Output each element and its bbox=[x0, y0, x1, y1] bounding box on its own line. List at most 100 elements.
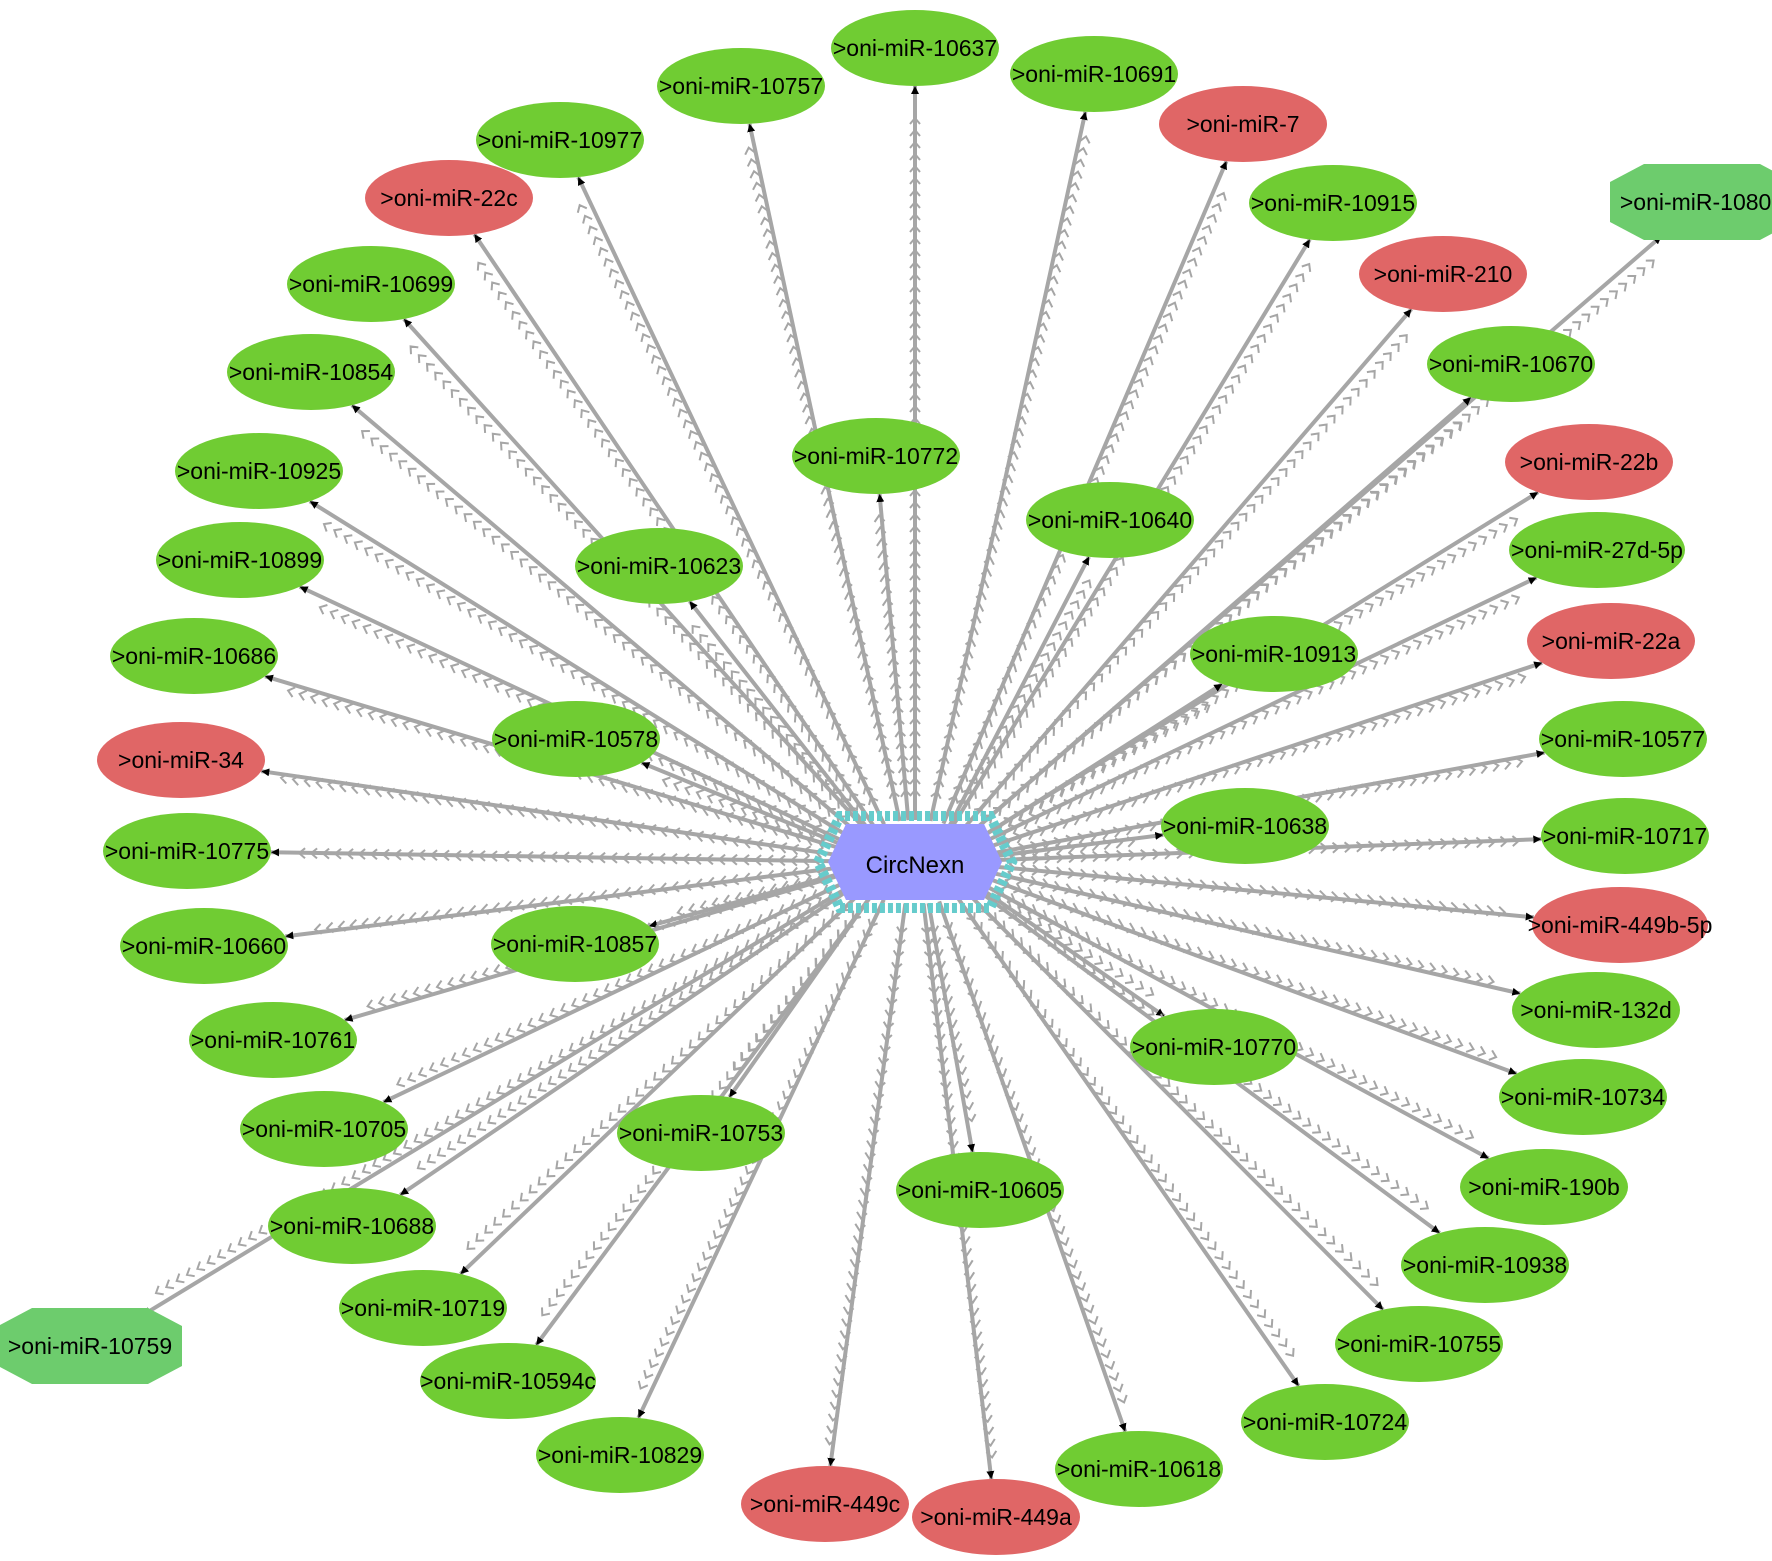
mirna-node-oni-miR-10637[interactable]: >oni-miR-10637 bbox=[831, 10, 999, 86]
node-label: >oni-miR-10638 bbox=[1163, 813, 1327, 839]
node-shape bbox=[1499, 1059, 1667, 1135]
mirna-node-oni-miR-27d-5p[interactable]: >oni-miR-27d-5p bbox=[1509, 512, 1685, 588]
node-shape bbox=[339, 1270, 507, 1346]
mirna-node-oni-miR-10638[interactable]: >oni-miR-10638 bbox=[1161, 788, 1329, 864]
mirna-node-oni-miR-10913[interactable]: >oni-miR-10913 bbox=[1190, 616, 1358, 692]
node-shape bbox=[1460, 1149, 1628, 1225]
mirna-node-oni-miR-449b-5p[interactable]: >oni-miR-449b-5p bbox=[1528, 887, 1713, 963]
edge-to-n22 bbox=[640, 760, 850, 850]
mirna-node-oni-miR-190b[interactable]: >oni-miR-190b bbox=[1460, 1149, 1628, 1225]
node-label: >oni-miR-10913 bbox=[1192, 641, 1356, 667]
mirna-node-oni-miR-449a[interactable]: >oni-miR-449a bbox=[912, 1479, 1080, 1555]
mirna-node-oni-miR-10618[interactable]: >oni-miR-10618 bbox=[1055, 1431, 1223, 1507]
mirna-node-oni-miR-10640[interactable]: >oni-miR-10640 bbox=[1026, 482, 1194, 558]
mirna-node-oni-miR-34[interactable]: >oni-miR-34 bbox=[97, 722, 265, 798]
node-label: >oni-miR-10757 bbox=[659, 73, 823, 99]
node-label: >oni-miR-10755 bbox=[1337, 1331, 1501, 1357]
node-shape bbox=[491, 906, 659, 982]
mirna-node-oni-miR-10734[interactable]: >oni-miR-10734 bbox=[1499, 1059, 1667, 1135]
node-label: >oni-miR-132d bbox=[1520, 997, 1672, 1023]
mirna-node-oni-miR-10577[interactable]: >oni-miR-10577 bbox=[1539, 701, 1707, 777]
mirna-node-oni-miR-10670[interactable]: >oni-miR-10670 bbox=[1427, 326, 1595, 402]
center-node-circnexn[interactable]: CircNexn bbox=[812, 811, 1018, 913]
edge-to-n38 bbox=[926, 902, 976, 1153]
node-shape bbox=[575, 528, 743, 604]
node-label: >oni-miR-10915 bbox=[1251, 190, 1415, 216]
edge-ticks-n27 bbox=[297, 847, 822, 867]
mirna-node-oni-miR-10772[interactable]: >oni-miR-10772 bbox=[792, 418, 960, 494]
edge-ticks-n30 bbox=[313, 864, 823, 935]
node-label: >oni-miR-10770 bbox=[1132, 1034, 1296, 1060]
edge-to-n17 bbox=[688, 600, 871, 832]
mirna-node-oni-miR-10925[interactable]: >oni-miR-10925 bbox=[175, 433, 343, 509]
mirna-node-oni-miR-10854[interactable]: >oni-miR-10854 bbox=[227, 334, 395, 410]
mirna-node-oni-miR-10688[interactable]: >oni-miR-10688 bbox=[268, 1188, 436, 1264]
mirna-node-oni-miR-10899[interactable]: >oni-miR-10899 bbox=[156, 522, 324, 598]
node-shape bbox=[1130, 1009, 1298, 1085]
mirna-node-oni-miR-10857[interactable]: >oni-miR-10857 bbox=[491, 906, 659, 982]
node-shape bbox=[189, 1002, 357, 1078]
mirna-node-oni-miR-22b[interactable]: >oni-miR-22b bbox=[1505, 424, 1673, 500]
node-shape bbox=[103, 813, 271, 889]
node-shape bbox=[1010, 36, 1178, 112]
node-shape bbox=[1335, 1306, 1503, 1382]
node-label: >oni-miR-10578 bbox=[494, 726, 658, 752]
mirna-node-oni-miR-10623[interactable]: >oni-miR-10623 bbox=[575, 528, 743, 604]
node-shape bbox=[1190, 616, 1358, 692]
mirna-node-oni-miR-10724[interactable]: >oni-miR-10724 bbox=[1241, 1384, 1409, 1460]
node-shape bbox=[175, 433, 343, 509]
mirna-node-oni-miR-10686[interactable]: >oni-miR-10686 bbox=[110, 618, 278, 694]
edge-ticks-n38 bbox=[927, 925, 977, 1123]
node-shape bbox=[420, 1343, 596, 1419]
edge-ticks-n45 bbox=[966, 912, 1295, 1358]
mirna-node-oni-miR-22c[interactable]: >oni-miR-22c bbox=[365, 160, 533, 236]
mirna-node-oni-miR-22a[interactable]: >oni-miR-22a bbox=[1527, 603, 1695, 679]
node-label: >oni-miR-10829 bbox=[538, 1442, 702, 1468]
node-shape bbox=[476, 102, 644, 178]
mirna-node-oni-miR-10719[interactable]: >oni-miR-10719 bbox=[339, 1270, 507, 1346]
mirna-node-oni-miR-10759[interactable]: >oni-miR-10759 bbox=[0, 1308, 182, 1384]
mirna-node-oni-miR-10578[interactable]: >oni-miR-10578 bbox=[492, 701, 660, 777]
node-label: >oni-miR-10688 bbox=[270, 1213, 434, 1239]
mirna-node-oni-miR-449c[interactable]: >oni-miR-449c bbox=[741, 1466, 909, 1542]
mirna-node-oni-miR-10803[interactable]: >oni-miR-10803 bbox=[1610, 164, 1772, 240]
mirna-node-oni-miR-7[interactable]: >oni-miR-7 bbox=[1159, 86, 1327, 162]
edge-ticks-n34 bbox=[1001, 878, 1498, 1061]
node-label: >oni-miR-10938 bbox=[1403, 1252, 1567, 1278]
edge-ticks-n12 bbox=[873, 514, 912, 798]
node-label: >oni-miR-10660 bbox=[122, 933, 286, 959]
mirna-node-oni-miR-10915[interactable]: >oni-miR-10915 bbox=[1249, 165, 1417, 241]
mirna-node-oni-miR-10829[interactable]: >oni-miR-10829 bbox=[536, 1417, 704, 1493]
node-label: >oni-miR-449a bbox=[920, 1504, 1072, 1530]
mirna-node-oni-miR-10699[interactable]: >oni-miR-10699 bbox=[287, 246, 455, 322]
mirna-node-oni-miR-10705[interactable]: >oni-miR-10705 bbox=[240, 1091, 408, 1167]
mirna-node-oni-miR-210[interactable]: >oni-miR-210 bbox=[1359, 236, 1527, 312]
mirna-node-oni-miR-10775[interactable]: >oni-miR-10775 bbox=[103, 813, 271, 889]
mirna-node-oni-miR-10757[interactable]: >oni-miR-10757 bbox=[657, 48, 825, 124]
mirna-node-oni-miR-10977[interactable]: >oni-miR-10977 bbox=[476, 102, 644, 178]
mirna-node-oni-miR-10761[interactable]: >oni-miR-10761 bbox=[189, 1002, 357, 1078]
center-node-shape bbox=[828, 824, 1002, 900]
node-shape bbox=[1159, 86, 1327, 162]
node-label: >oni-miR-10640 bbox=[1028, 507, 1192, 533]
mirna-node-oni-miR-10660[interactable]: >oni-miR-10660 bbox=[120, 908, 288, 984]
edge-ticks-n13 bbox=[322, 521, 837, 833]
mirna-node-oni-miR-10770[interactable]: >oni-miR-10770 bbox=[1130, 1009, 1298, 1085]
edge-ticks-n1 bbox=[744, 146, 900, 800]
mirna-node-oni-miR-10605[interactable]: >oni-miR-10605 bbox=[896, 1152, 1064, 1228]
mirna-node-oni-miR-10753[interactable]: >oni-miR-10753 bbox=[617, 1095, 785, 1171]
node-shape bbox=[120, 908, 288, 984]
node-label: >oni-miR-10594c bbox=[420, 1368, 596, 1394]
mirna-node-oni-miR-10691[interactable]: >oni-miR-10691 bbox=[1010, 36, 1178, 112]
node-label: >oni-miR-10734 bbox=[1501, 1084, 1665, 1110]
mirna-node-oni-miR-10594c[interactable]: >oni-miR-10594c bbox=[420, 1343, 596, 1419]
node-shape bbox=[831, 10, 999, 86]
mirna-node-oni-miR-10717[interactable]: >oni-miR-10717 bbox=[1541, 798, 1709, 874]
edge-ticks-n18 bbox=[998, 594, 1521, 840]
node-label: >oni-miR-210 bbox=[1374, 261, 1513, 287]
node-label: >oni-miR-10618 bbox=[1057, 1456, 1221, 1482]
mirna-node-oni-miR-10938[interactable]: >oni-miR-10938 bbox=[1401, 1227, 1569, 1303]
mirna-node-oni-miR-10755[interactable]: >oni-miR-10755 bbox=[1335, 1306, 1503, 1382]
mirna-node-oni-miR-132d[interactable]: >oni-miR-132d bbox=[1512, 972, 1680, 1048]
